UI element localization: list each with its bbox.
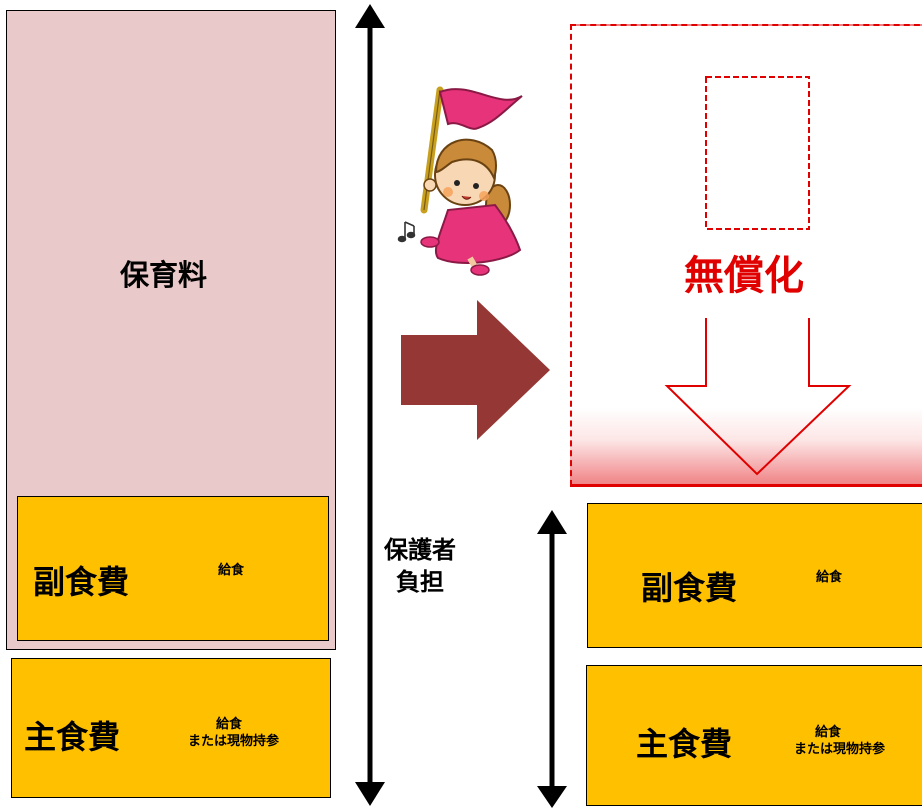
double-headed-arrow-icon [537, 510, 567, 808]
left-fukushoku-note: 給食 [218, 563, 245, 578]
right-fukushoku-note: 給食 [816, 570, 843, 585]
left-fukushoku-label: 副食費 [33, 563, 130, 601]
hoikuryo-label: 保育料 [120, 258, 208, 292]
left-shushoku-label: 主食費 [24, 718, 121, 756]
down-arrow-icon [664, 318, 852, 476]
right-shushoku-note-1: 給食 [815, 725, 842, 740]
left-shushoku-box [11, 658, 331, 798]
left-fukushoku-box [17, 496, 329, 641]
right-shushoku-box [586, 665, 922, 806]
free-area-bottom-edge [570, 484, 922, 487]
right-fukushoku-label: 副食費 [641, 569, 738, 607]
free-label: 無償化 [682, 243, 806, 301]
burden-label-line1: 保護者 [384, 536, 456, 564]
burden-label-line2: 負担 [396, 568, 444, 596]
right-shushoku-label: 主食費 [636, 725, 733, 763]
double-headed-arrow-icon [355, 4, 385, 806]
left-shushoku-note-2: または現物持参 [188, 734, 280, 749]
girl-with-flag-illustration [397, 86, 523, 276]
down-arrow-dashed-shaft [705, 76, 810, 230]
right-shushoku-note-2: または現物持参 [794, 742, 886, 757]
right-arrow-icon [401, 300, 550, 440]
left-shushoku-note-1: 給食 [216, 717, 243, 732]
right-fukushoku-box [587, 503, 922, 648]
